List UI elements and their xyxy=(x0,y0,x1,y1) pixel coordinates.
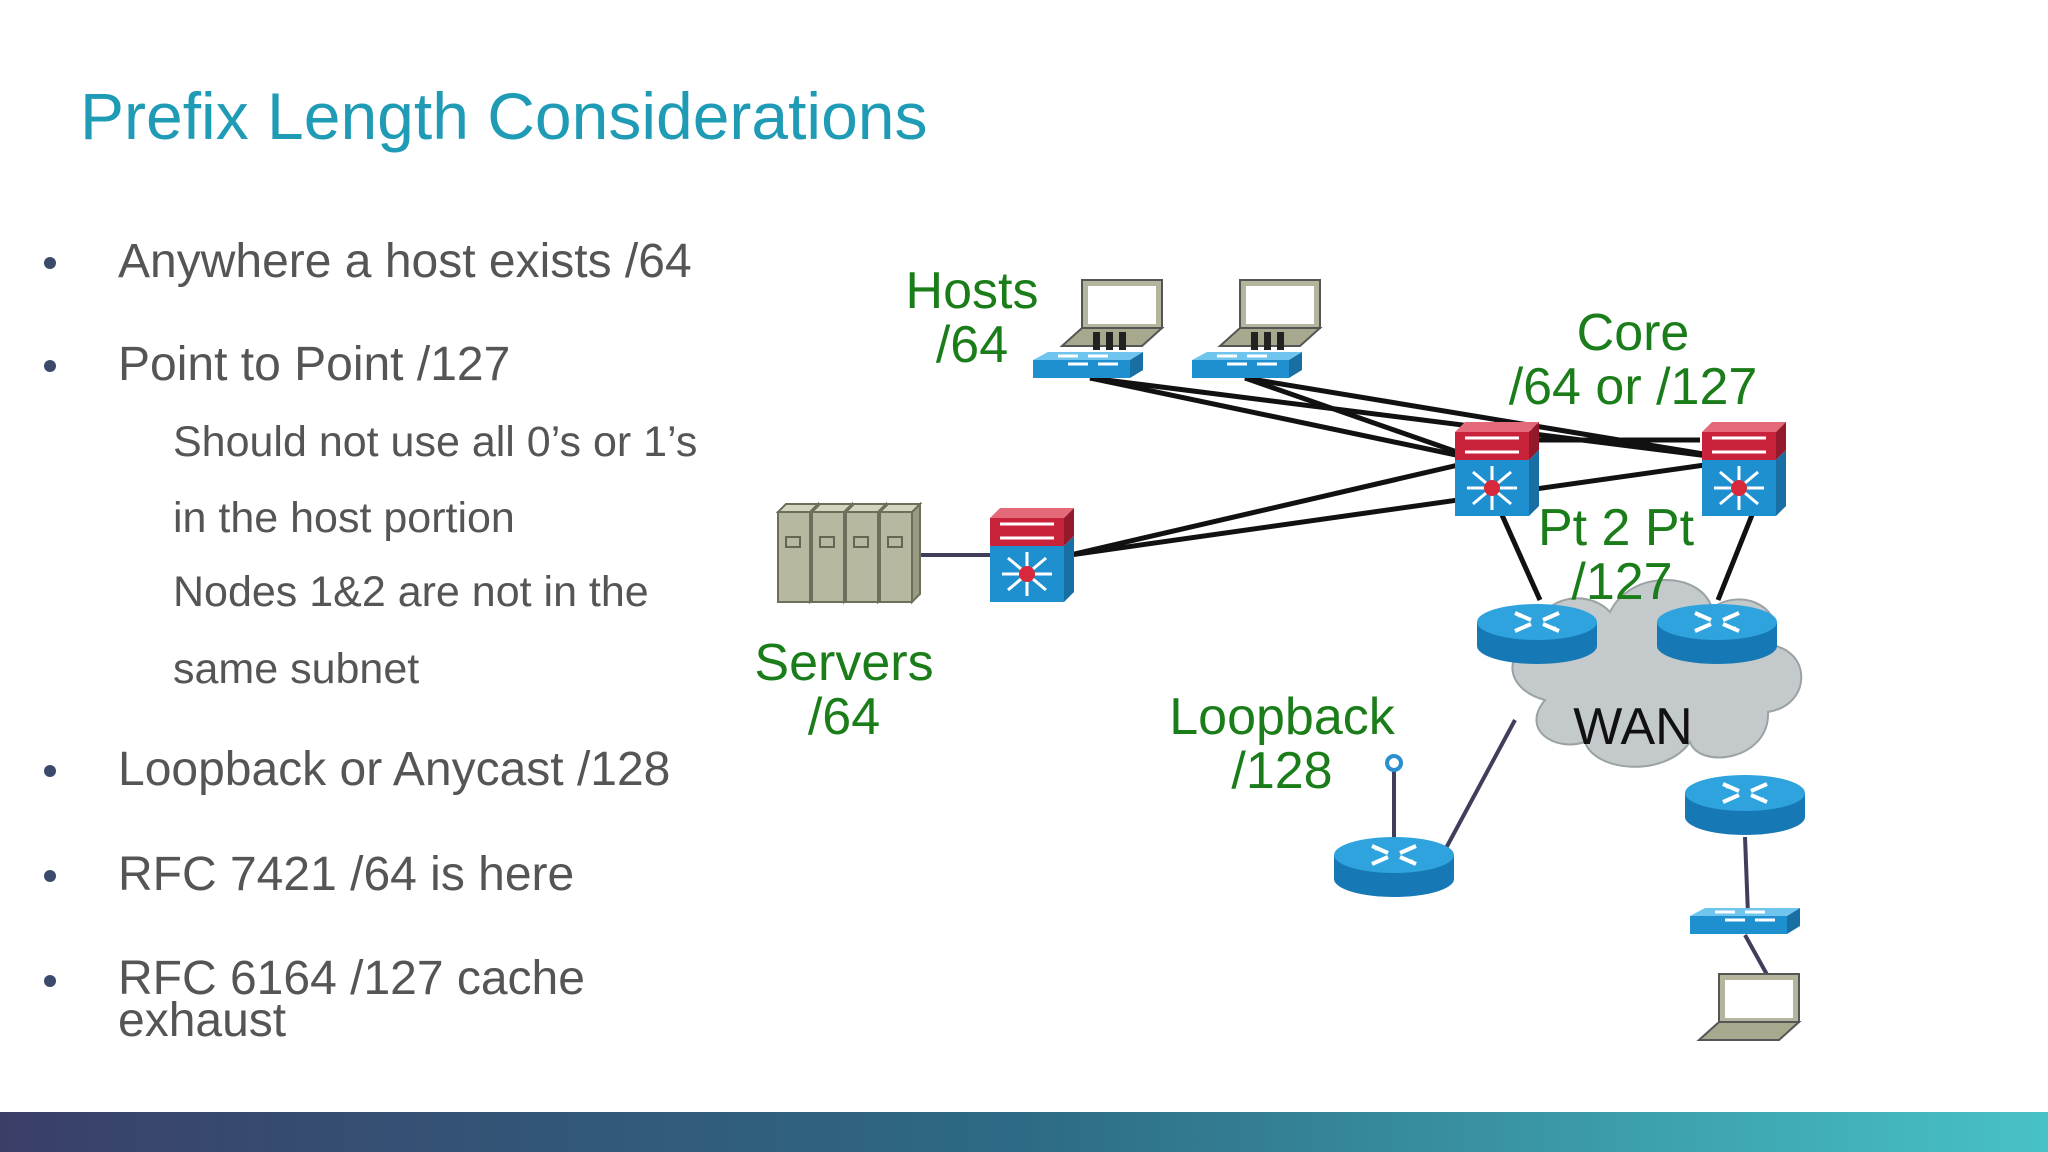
bullet-rfc6164: RFC 6164 /127 cache exhaust xyxy=(118,952,585,1047)
pt2pt-label: Pt 2 Pt xyxy=(1538,499,1695,557)
loopback-label: Loopback xyxy=(1169,688,1396,746)
host-switch-icon xyxy=(1190,350,1304,380)
hosts-prefix-label: /64 xyxy=(936,316,1008,374)
sub-bullet-line: same subnet xyxy=(173,645,420,693)
laptop-icon xyxy=(1698,973,1800,1041)
loopback-prefix-label: /128 xyxy=(1231,742,1332,800)
host-switch-icon xyxy=(1031,350,1145,380)
core-multilayer-switch-icon xyxy=(1453,420,1541,518)
bullet-dot xyxy=(44,975,56,987)
slide-title: Prefix Length Considerations xyxy=(80,79,928,153)
sub-bullet-line: Should not use all 0’s or 1’s xyxy=(173,418,698,466)
servers-prefix-label: /64 xyxy=(808,688,880,746)
core-prefix-label: /64 or /127 xyxy=(1509,358,1758,416)
hosts-label: Hosts xyxy=(906,262,1039,320)
server-multilayer-switch-icon xyxy=(988,506,1076,604)
wan-label: WAN xyxy=(1573,698,1692,756)
core-router-icon xyxy=(1655,602,1779,666)
bullet-dot xyxy=(44,765,56,777)
pt2pt-prefix-label: /127 xyxy=(1571,553,1672,611)
servers-label: Servers xyxy=(754,634,933,692)
bullet-point-to-point: Point to Point /127 xyxy=(118,338,511,391)
bullet-dot xyxy=(44,257,56,269)
footer-gradient-bar xyxy=(0,1112,2048,1152)
bullet-list: Anywhere a host exists /64 Point to Poin… xyxy=(0,0,760,1110)
server-icon xyxy=(879,503,921,603)
wan-router-icon xyxy=(1683,773,1807,837)
loopback-router-icon xyxy=(1332,835,1456,899)
core-links xyxy=(1069,375,1755,602)
core-label: Core xyxy=(1577,304,1690,362)
host-cable-icon xyxy=(1093,332,1284,350)
bullet-anywhere-host: Anywhere a host exists /64 xyxy=(118,235,692,288)
loopback-icon xyxy=(1385,754,1403,772)
bullet-dot xyxy=(44,870,56,882)
edge-links xyxy=(918,553,1772,981)
edge-switch-icon xyxy=(1688,906,1802,936)
bullet-loopback: Loopback or Anycast /128 xyxy=(118,743,671,796)
bullet-rfc7421: RFC 7421 /64 is here xyxy=(118,848,575,901)
bullet-dot xyxy=(44,360,56,372)
sub-bullet-line: in the host portion xyxy=(173,494,515,542)
core-multilayer-switch-icon xyxy=(1700,420,1788,518)
core-router-icon xyxy=(1475,602,1599,666)
sub-bullet-line: Nodes 1&2 are not in the xyxy=(173,568,649,616)
